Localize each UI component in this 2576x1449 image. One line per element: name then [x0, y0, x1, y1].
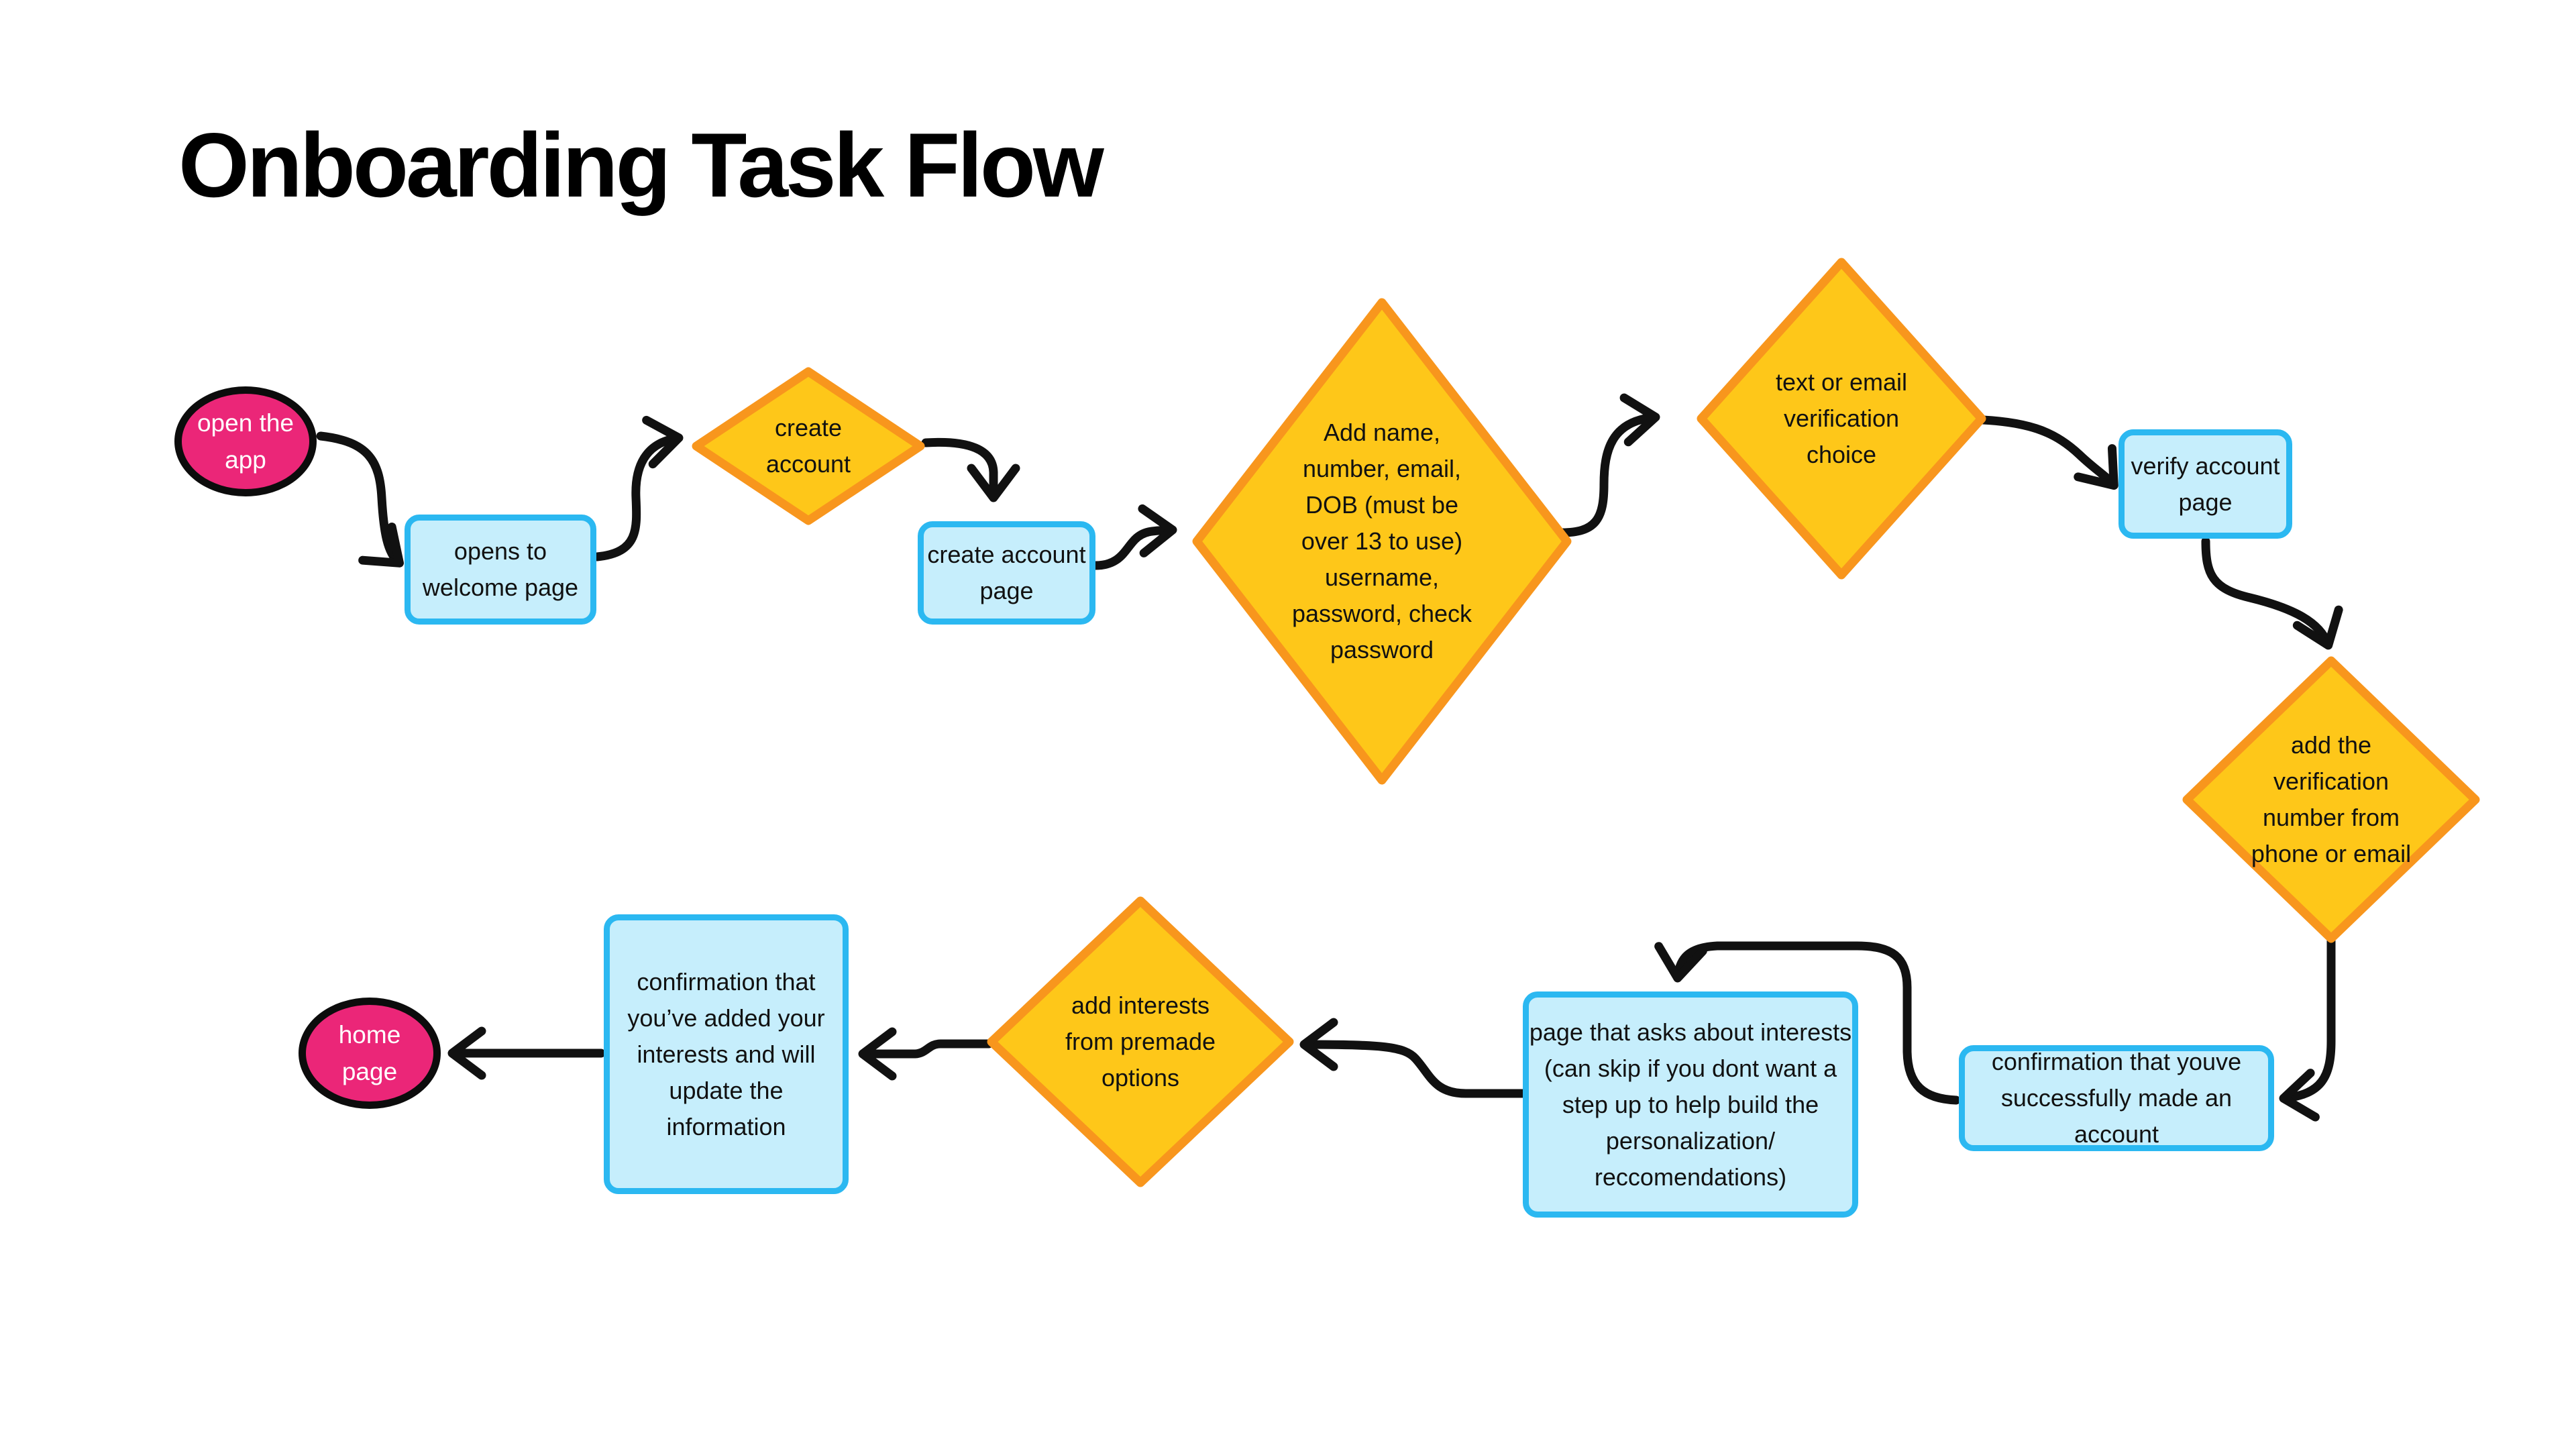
create-account-page-label: create account page	[927, 541, 1086, 604]
welcome-page-label: opens to welcome page	[422, 537, 579, 601]
arrow-verify-page-to-add-verification-number[interactable]	[2201, 537, 2343, 650]
decision-create-account-shape[interactable]	[692, 367, 925, 525]
account-confirmation-node[interactable]: confirmation that youve successfully mad…	[1959, 1045, 2274, 1151]
verify-account-page-node[interactable]: verify account page	[2118, 429, 2292, 539]
decision-add-details-shape[interactable]	[1192, 298, 1572, 785]
arrow-welcome-to-create-account[interactable]	[592, 415, 684, 561]
create-account-page-node[interactable]: create account page	[918, 521, 1095, 625]
start-node[interactable]: open the app	[174, 386, 317, 496]
arrow-start-to-welcome[interactable]	[316, 431, 405, 568]
decision-verification-choice-shape[interactable]	[1697, 258, 1986, 580]
start-node-label: open the app	[197, 409, 294, 474]
arrow-add-verification-number-to-account-confirmation[interactable]	[2279, 936, 2336, 1122]
home-page-node[interactable]: home page	[299, 998, 441, 1109]
arrow-add-details-to-verification-choice[interactable]	[1555, 393, 1660, 537]
arrow-verification-choice-to-verify-page[interactable]	[1978, 415, 2118, 490]
verify-account-page-label: verify account page	[2131, 451, 2280, 516]
interests-confirmation-node[interactable]: confirmation that you’ve added your inte…	[604, 914, 849, 1194]
arrow-add-interests-to-interests-confirmation[interactable]	[858, 1027, 994, 1081]
welcome-page-node[interactable]: opens to welcome page	[405, 515, 596, 625]
page-title: Onboarding Task Flow	[178, 114, 1104, 216]
decision-add-verification-number-shape[interactable]	[2182, 656, 2480, 943]
account-confirmation-label: confirmation that youve successfully mad…	[1991, 1048, 2242, 1148]
arrow-interests-page-to-add-interests[interactable]	[1299, 1018, 1527, 1098]
arrow-create-account-page-to-add-details[interactable]	[1089, 504, 1177, 570]
interests-confirmation-label: confirmation that you’ve added your inte…	[627, 967, 825, 1140]
arrow-account-confirmation-to-interests-page[interactable]	[1654, 941, 1961, 1105]
interests-page-label: page that asks about interests (can skip…	[1529, 1018, 1852, 1191]
decision-add-interests-shape[interactable]	[987, 896, 1294, 1187]
arrow-create-account-to-create-account-page[interactable]	[921, 437, 1020, 502]
home-page-node-label: home page	[338, 1020, 401, 1086]
interests-page-node[interactable]: page that asks about interests (can skip…	[1523, 991, 1858, 1218]
